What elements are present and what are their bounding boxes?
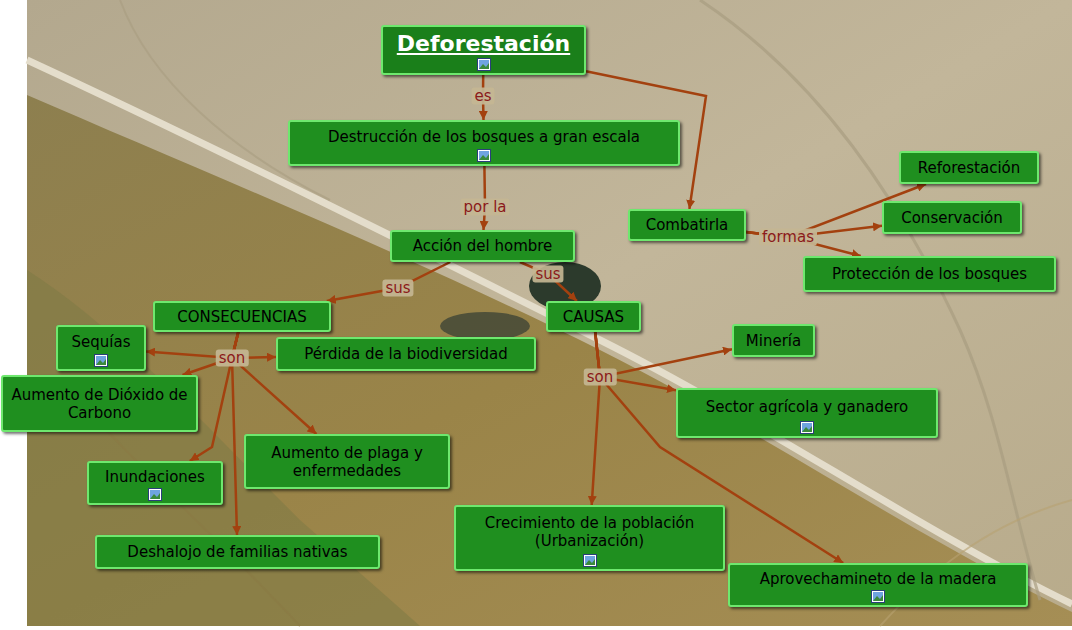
concept-box: Aumento de Dióxido de Carbono <box>1 375 198 432</box>
concept-box: Pérdida de la biodiversidad <box>276 337 536 371</box>
tree-shadow <box>440 312 530 340</box>
field-track <box>120 0 330 200</box>
concept-text: Sector agrícola y ganadero <box>706 398 908 416</box>
concept-box: CAUSAS <box>546 301 641 332</box>
concept-box: Reforestación <box>899 151 1039 184</box>
linking-phrase: son <box>584 369 617 386</box>
linking-phrase: sus <box>382 280 413 297</box>
concept-text: Destrucción de los bosques a gran escala <box>328 128 640 146</box>
concept-text: Aumento de plaga y enfermedades <box>252 444 442 480</box>
concept-text: Deshalojo de familias nativas <box>127 543 347 561</box>
concept-box: Deshalojo de familias nativas <box>95 535 380 569</box>
linking-phrase: son <box>216 350 249 367</box>
concept-box: Aumento de plaga y enfermedades <box>244 434 450 489</box>
dirt-road <box>27 60 1072 604</box>
image-icon <box>477 149 491 162</box>
concept-box: CONSECUENCIAS <box>153 301 331 332</box>
concept-text: Reforestación <box>918 159 1021 177</box>
field-lower <box>27 95 1072 626</box>
concept-box: Aprovechamineto de la madera <box>728 563 1028 607</box>
concept-box: Crecimiento de la población (Urbanizació… <box>454 505 725 571</box>
linking-phrase: formas <box>759 229 817 246</box>
concept-text: CAUSAS <box>563 308 624 326</box>
concept-text: Protección de los bosques <box>832 265 1027 283</box>
connector-arrow <box>327 262 451 301</box>
concept-text: CONSECUENCIAS <box>177 308 306 326</box>
concept-text: Aprovechamineto de la madera <box>760 570 997 588</box>
concept-text: Inundaciones <box>105 468 205 486</box>
image-icon <box>583 554 597 567</box>
image-icon <box>800 421 814 434</box>
image-icon <box>477 58 491 71</box>
concept-text: Pérdida de la biodiversidad <box>304 345 508 363</box>
concept-text: Aumento de Dióxido de Carbono <box>9 386 190 422</box>
field-upper <box>27 0 1072 626</box>
main-concept-box: Deforestación <box>381 25 586 75</box>
concept-text: Conservación <box>901 209 1003 227</box>
linking-phrase: sus <box>532 266 563 283</box>
concept-box: Sequías <box>56 325 146 371</box>
image-icon <box>871 590 885 603</box>
concept-text: Crecimiento de la población (Urbanizació… <box>462 514 717 550</box>
concept-text: Deforestación <box>397 31 570 57</box>
concept-box: Sector agrícola y ganadero <box>676 388 938 438</box>
image-icon <box>148 488 162 501</box>
concept-box: Destrucción de los bosques a gran escala <box>288 120 680 166</box>
concept-box: Acción del hombre <box>390 230 575 262</box>
concept-text: Combatirla <box>646 216 729 234</box>
concept-box: Minería <box>732 324 815 357</box>
concept-text: Sequías <box>72 333 131 351</box>
concept-box: Protección de los bosques <box>803 256 1056 292</box>
linking-phrase: es <box>471 88 494 105</box>
concept-box: Combatirla <box>628 209 746 241</box>
image-icon <box>94 354 108 367</box>
concept-box: Inundaciones <box>87 461 223 505</box>
concept-box: Conservación <box>882 201 1022 234</box>
linking-phrase: por la <box>461 199 510 216</box>
connector-arrow <box>520 262 577 301</box>
concept-text: Acción del hombre <box>413 237 553 255</box>
concept-text: Minería <box>746 332 801 350</box>
field-track <box>700 0 1040 600</box>
